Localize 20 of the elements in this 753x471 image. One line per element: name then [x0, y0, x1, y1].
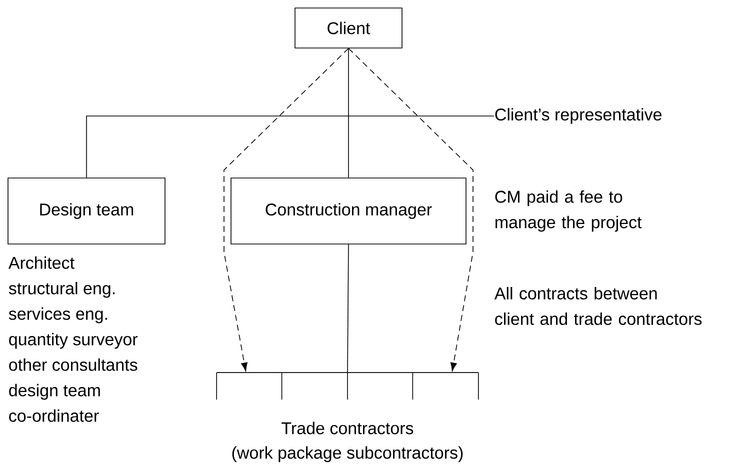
node-label: other consultants — [9, 358, 138, 371]
node-label: Trade contractors — [282, 422, 414, 434]
node-label: structural eng. — [8, 282, 115, 298]
box: Construction manager — [230, 178, 466, 244]
connector — [348, 48, 474, 372]
note: All contracts between client and trade contractors — [494, 287, 702, 325]
node-label: quantity surveyor — [9, 332, 138, 349]
connector — [224, 48, 349, 372]
connector — [348, 48, 349, 178]
box: Client — [294, 8, 402, 48]
node-label: design team co-ordinater — [9, 384, 100, 422]
node-label: (work package subcontractors) — [232, 446, 463, 462]
connector — [347, 244, 349, 373]
node-label: services eng. — [8, 307, 107, 324]
connector — [86, 116, 494, 178]
box: Design team — [8, 178, 166, 244]
note: CM paid a fee to manage the project — [495, 190, 642, 232]
node-label: Architect — [8, 256, 74, 269]
text: Client’s representative — [495, 108, 662, 124]
member-list: Architect structural eng. services eng. quantity surveyor other consultants design team co-ordinater — [8, 256, 138, 422]
